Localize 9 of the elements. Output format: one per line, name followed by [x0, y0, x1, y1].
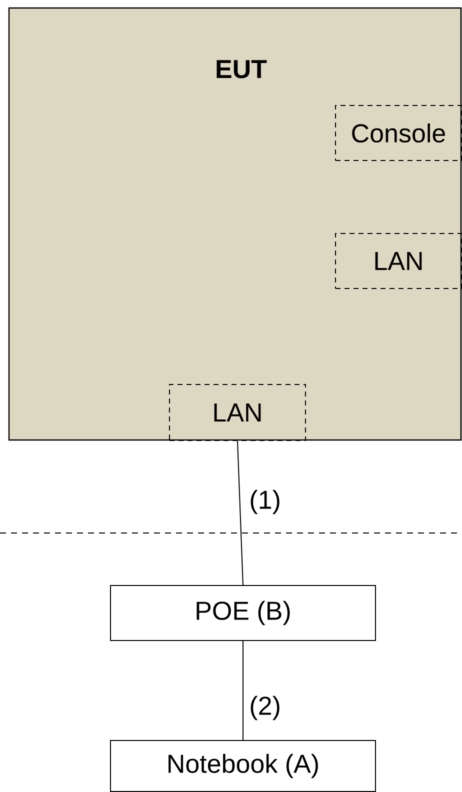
edge-label: (2) [248, 694, 282, 722]
device-box: POE (B) [110, 585, 376, 641]
edge-label: (1) [248, 488, 282, 516]
port-box: Console [335, 105, 462, 161]
port-box: LAN [169, 384, 306, 441]
connector-line [237, 440, 244, 586]
port-box: LAN [335, 233, 462, 289]
connector-line [242, 640, 244, 740]
device-box: Notebook (A) [110, 740, 376, 792]
